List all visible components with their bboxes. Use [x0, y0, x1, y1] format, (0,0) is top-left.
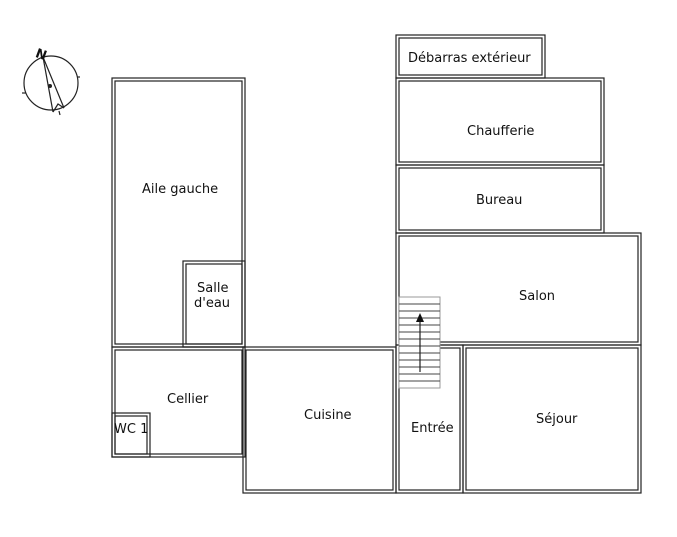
room-label-bureau: Bureau [476, 193, 522, 208]
wall-wc [114, 415, 148, 455]
room-label-debarras: Débarras extérieur [408, 51, 531, 66]
wall-salle-eau [185, 263, 243, 345]
room-label-cuisine: Cuisine [304, 408, 352, 423]
wall-sejour [465, 347, 639, 491]
compass-icon: N [22, 46, 80, 116]
room-label-salle-eau-2: d'eau [194, 296, 230, 311]
room-label-salle-eau: Salle [197, 281, 228, 296]
wall-cuisine [245, 349, 394, 491]
compass-north-label: N [33, 46, 48, 64]
wall-bureau [398, 167, 602, 231]
room-label-entree: Entrée [411, 421, 454, 436]
room-label-cellier: Cellier [167, 392, 209, 407]
room-label-wc: WC 1 [114, 422, 148, 437]
wall-wc [111, 412, 151, 458]
wall-cellier [111, 346, 246, 458]
wall-chaufferie [398, 80, 602, 163]
room-label-sejour: Séjour [536, 412, 578, 427]
room-label-chaufferie: Chaufferie [467, 124, 534, 139]
stair-arrow-head-icon [416, 313, 424, 322]
wall-aile-gauche [114, 80, 243, 345]
wall-chaufferie [395, 77, 605, 166]
wall-debarras [398, 37, 543, 76]
wall-salon [398, 235, 639, 343]
room-label-aile-gauche: Aile gauche [142, 182, 218, 197]
wall-cellier [114, 349, 243, 455]
room-label-salon: Salon [519, 289, 555, 304]
wall-sejour [462, 344, 642, 494]
